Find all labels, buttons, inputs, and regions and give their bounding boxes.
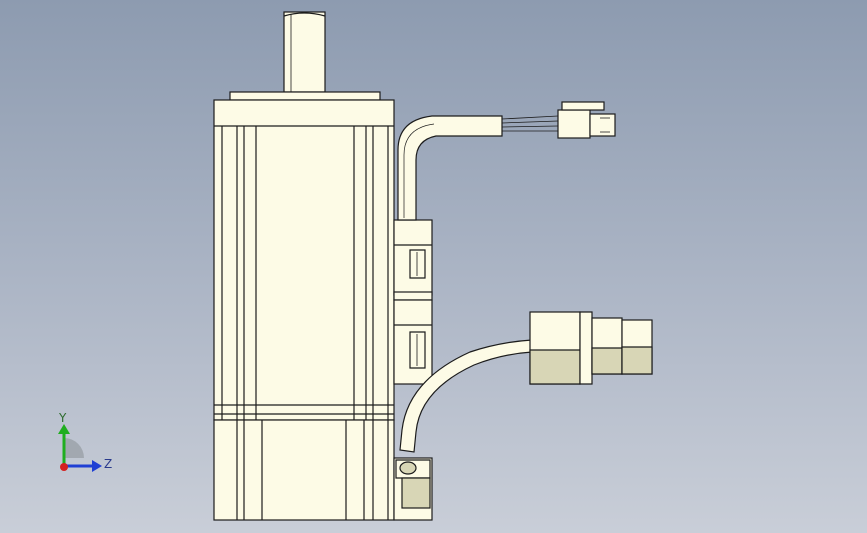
- power-plug[interactable]: [557, 101, 616, 139]
- z-axis-label: Z: [104, 457, 112, 471]
- y-axis-label: Y: [58, 411, 67, 425]
- x-axis-marker: [60, 463, 68, 471]
- power-connector-block[interactable]: [393, 219, 433, 301]
- motor-shaft[interactable]: [283, 11, 326, 93]
- motor-front-pilot: [229, 91, 381, 101]
- z-axis-arrow: [64, 460, 102, 472]
- y-axis-arrow: [58, 424, 70, 466]
- motor-body[interactable]: [213, 99, 395, 421]
- power-cable[interactable]: [397, 115, 503, 221]
- coordinate-triad: Y Z: [58, 411, 112, 472]
- encoder-plug[interactable]: [529, 311, 653, 385]
- encoder-housing[interactable]: [213, 419, 395, 521]
- power-wires: [501, 115, 559, 132]
- encoder-connector-block[interactable]: [393, 299, 433, 385]
- triad-quadrant: [64, 438, 84, 458]
- cable-gland[interactable]: [393, 457, 433, 521]
